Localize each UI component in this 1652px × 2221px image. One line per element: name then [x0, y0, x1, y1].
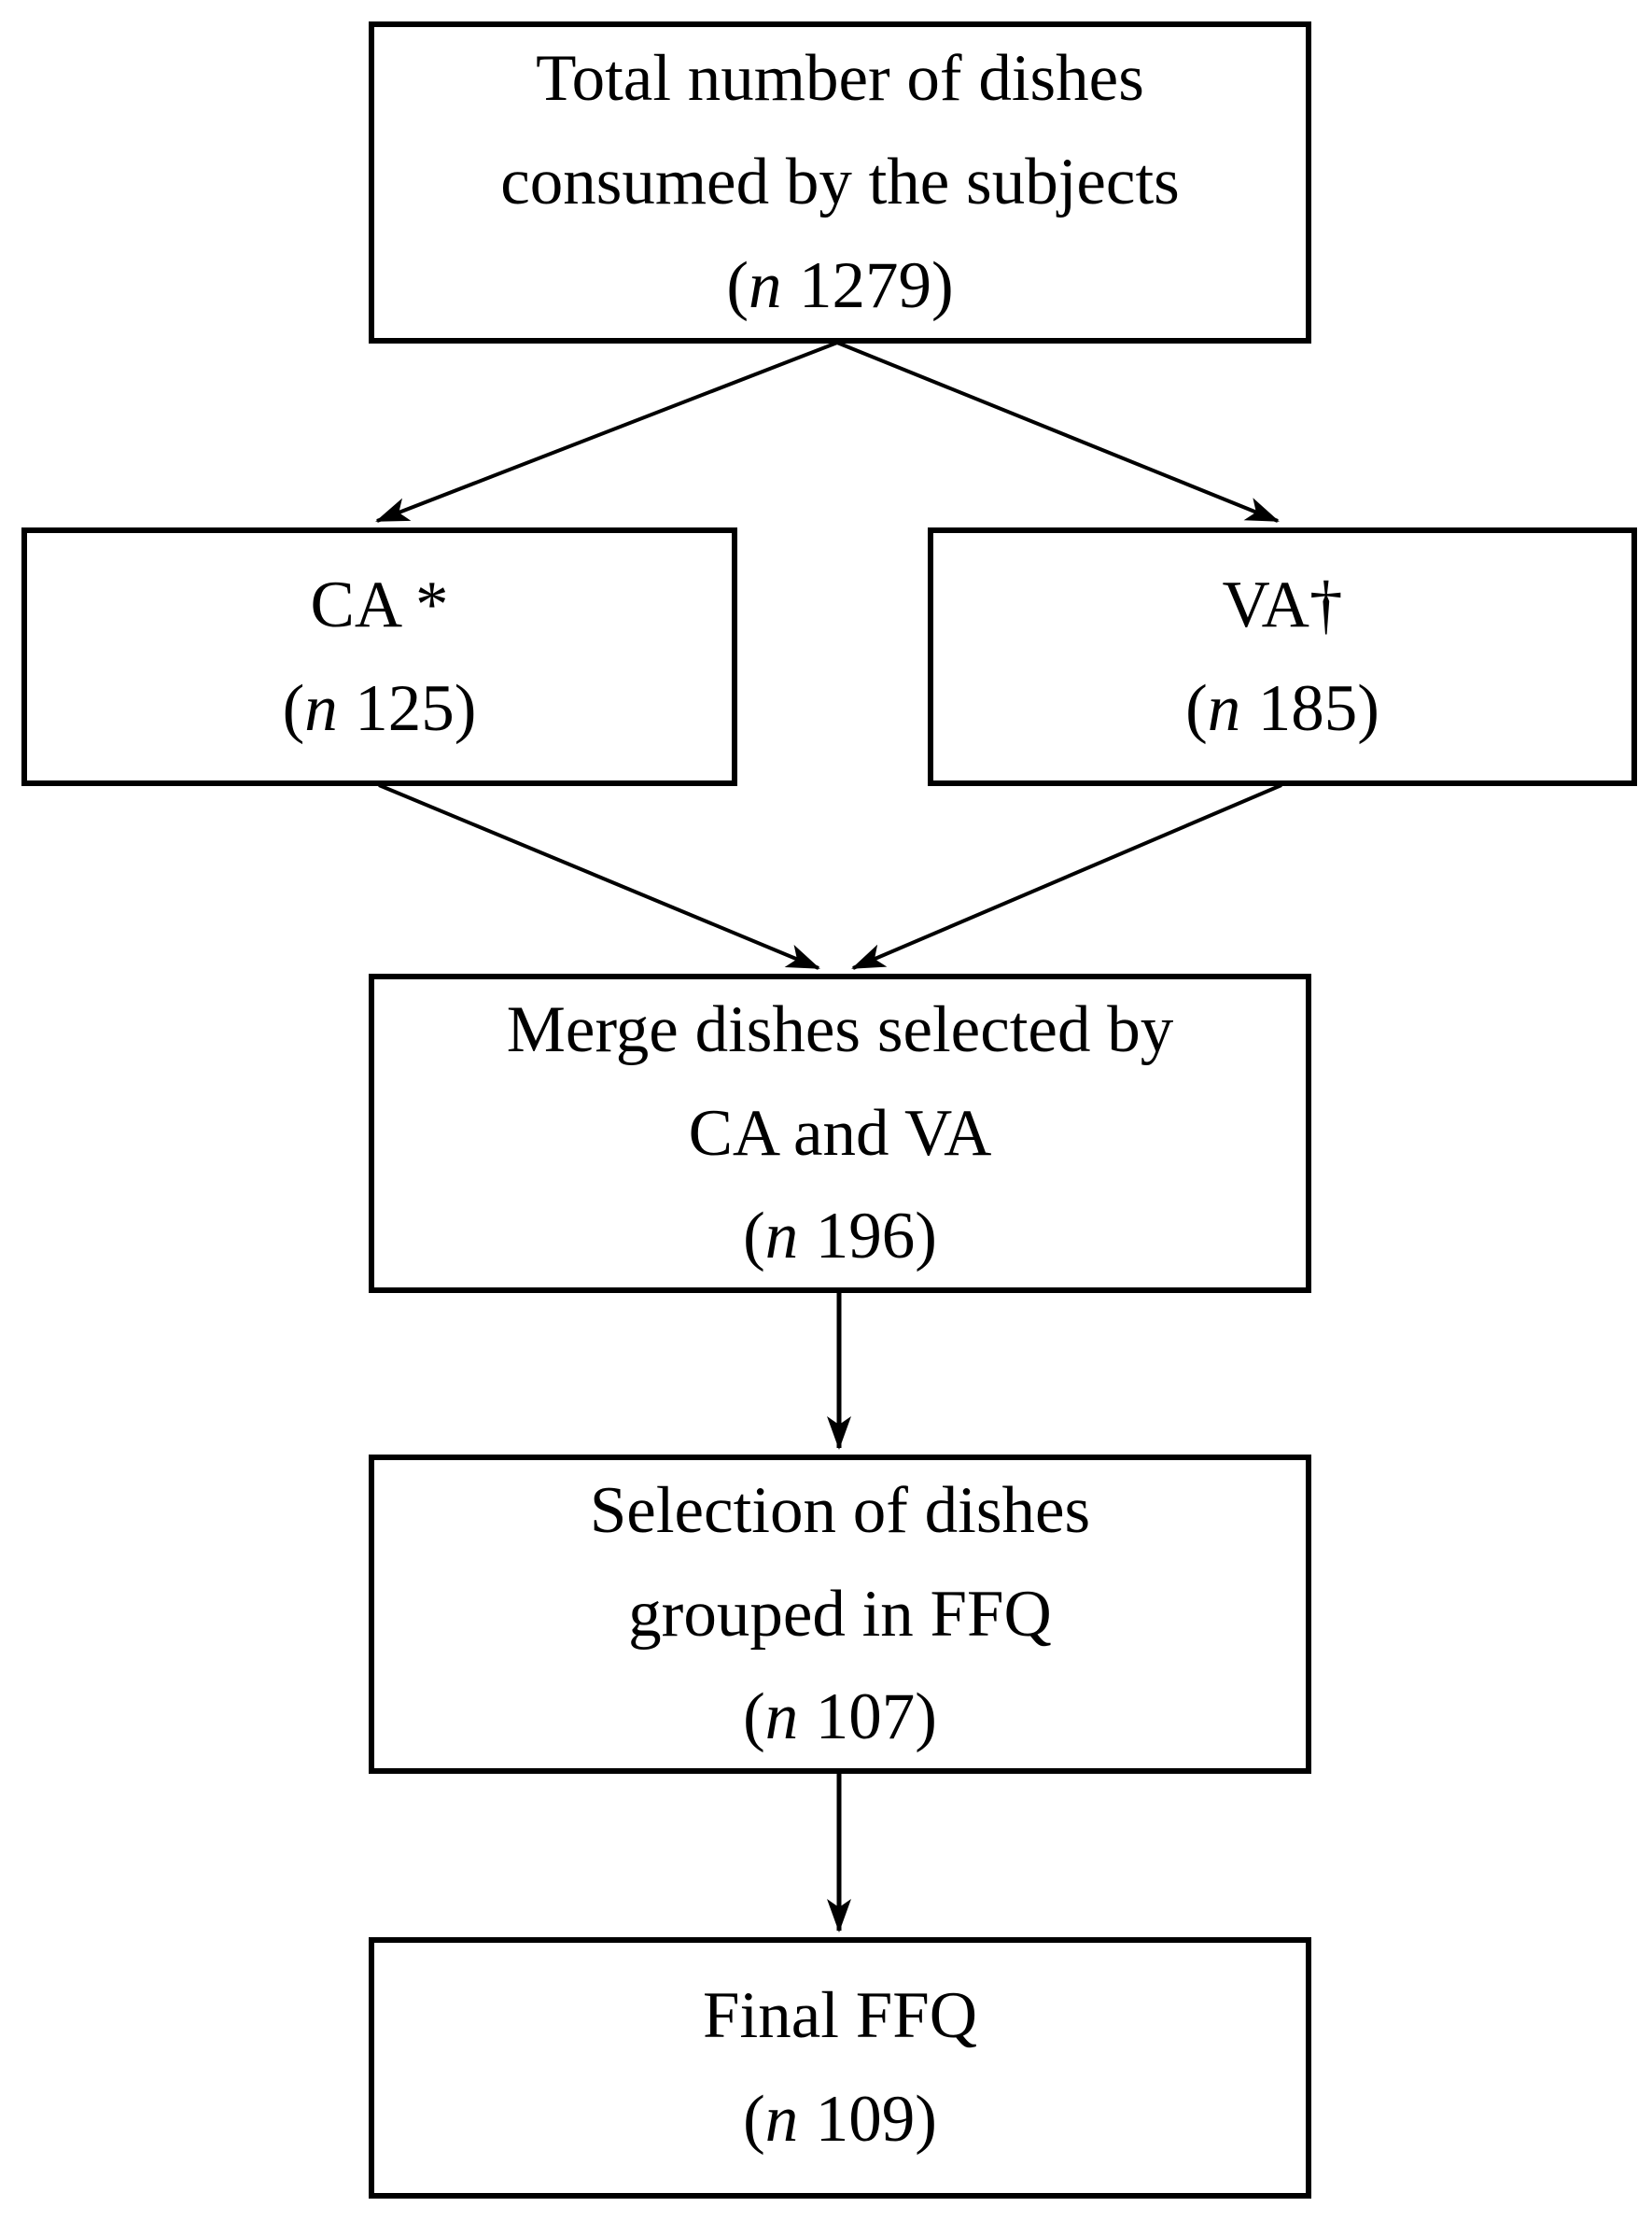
- node-label: Selection of dishes: [589, 1473, 1091, 1547]
- count-value: 109: [815, 2083, 916, 2156]
- node-label: Merge dishes selected by: [506, 992, 1174, 1066]
- node-label: Total number of dishes: [536, 42, 1144, 116]
- count-value: 1279: [798, 248, 931, 322]
- node-label: grouped in FFQ: [628, 1577, 1052, 1651]
- arrow-ca-to-merge: [378, 783, 820, 970]
- node-label: VA†: [1222, 568, 1343, 641]
- arrow-va-to-merge: [851, 783, 1282, 970]
- count-value: 107: [815, 1680, 916, 1754]
- count-value: 185: [1257, 671, 1358, 745]
- count-value: 196: [815, 1200, 916, 1273]
- node-label: CA and VA: [688, 1096, 992, 1170]
- n-symbol: n: [1207, 671, 1241, 745]
- node-label: CA *: [310, 568, 449, 641]
- n-symbol: n: [749, 248, 782, 322]
- arrow-total-to-va: [836, 341, 1280, 523]
- n-symbol: n: [764, 1200, 799, 1273]
- arrow-total-to-ca: [375, 341, 838, 523]
- node-total-dishes: Total number of dishes consumed by the s…: [369, 21, 1311, 344]
- n-symbol: n: [304, 671, 338, 745]
- node-label: Final FFQ: [703, 1979, 977, 2053]
- count-value: 125: [355, 671, 455, 745]
- n-symbol: n: [764, 2083, 799, 2156]
- node-label: consumed by the subjects: [500, 146, 1180, 219]
- n-symbol: n: [764, 1680, 799, 1754]
